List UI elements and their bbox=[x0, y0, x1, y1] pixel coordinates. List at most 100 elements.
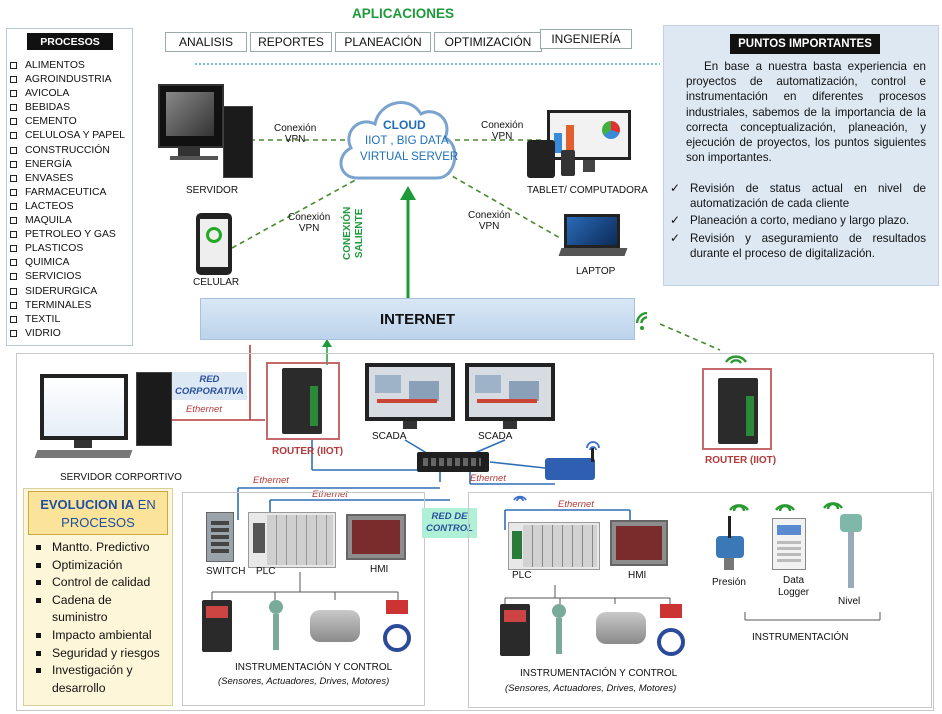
list-item: CONSTRUCCIÓN bbox=[9, 144, 125, 158]
plant-frame bbox=[16, 353, 934, 711]
evolution-title-a: EVOLUCION IA bbox=[40, 497, 135, 512]
list-item: AGROINDUSTRIA bbox=[9, 73, 125, 87]
motor-device[interactable] bbox=[592, 608, 650, 648]
app-label: PLANEACIÓN bbox=[344, 35, 422, 49]
vpn-line2: VPN bbox=[491, 131, 513, 142]
monitor-icon bbox=[365, 363, 455, 421]
wifi-icon bbox=[513, 495, 527, 502]
cloud-line2: VIRTUAL SERVER bbox=[360, 151, 459, 163]
vpn-line2: VPN bbox=[284, 134, 306, 145]
red-control-line2: CONTROL bbox=[426, 523, 473, 534]
important-title-text: PUNTOS IMPORTANTES bbox=[738, 38, 872, 50]
app-label: REPORTES bbox=[258, 35, 324, 49]
control-box-right bbox=[468, 492, 932, 708]
scada2-device[interactable] bbox=[465, 363, 555, 429]
exit-line2: SALIENTE bbox=[354, 208, 365, 259]
list-item: Revisión de status actual en nivel de au… bbox=[664, 181, 926, 211]
pressure-transmitter-device[interactable] bbox=[712, 516, 748, 572]
list-item: Impacto ambiental bbox=[24, 627, 172, 645]
phone-small-icon bbox=[561, 150, 575, 176]
drive-icon bbox=[206, 606, 228, 618]
list-item: FARMACEUTICA bbox=[9, 186, 125, 200]
hmi-left-device[interactable] bbox=[346, 514, 406, 560]
sensor-device[interactable] bbox=[548, 604, 570, 656]
instr-control-left-title: INSTRUMENTACIÓN Y CONTROL bbox=[235, 662, 393, 673]
list-item: Seguridad y riesgos bbox=[24, 645, 172, 663]
cloud-title: CLOUD bbox=[383, 118, 426, 132]
hmi-screen-icon bbox=[352, 520, 400, 554]
server-device[interactable] bbox=[158, 84, 253, 179]
router-right-frame bbox=[702, 368, 772, 450]
processes-list: ALIMENTOS AGROINDUSTRIA AVICOLA BEBIDAS … bbox=[9, 59, 125, 341]
app-analisis[interactable]: ANALISIS bbox=[165, 32, 247, 52]
phone-device[interactable] bbox=[196, 213, 232, 275]
plc-left-device[interactable] bbox=[248, 512, 336, 568]
wireless-gateway-device[interactable] bbox=[545, 448, 595, 480]
drive-device[interactable] bbox=[500, 604, 530, 656]
red-corp-line2: CORPORATIVA bbox=[175, 386, 244, 397]
app-planeacion[interactable]: PLANEACIÓN bbox=[335, 32, 431, 52]
router-right-device[interactable] bbox=[718, 378, 758, 444]
wifi-icon bbox=[729, 504, 749, 512]
evolution-list: Mantto. Predictivo Optimización Control … bbox=[24, 539, 172, 697]
switch-device[interactable] bbox=[206, 512, 234, 562]
switch-label: SWITCH bbox=[206, 566, 246, 577]
motor-device[interactable] bbox=[306, 606, 364, 646]
sensor-device[interactable] bbox=[265, 600, 287, 652]
tablet-icon bbox=[527, 140, 555, 178]
switch-ports-icon bbox=[423, 458, 481, 466]
list-item: CELULOSA Y PAPEL bbox=[9, 129, 125, 143]
tower-icon bbox=[136, 372, 172, 446]
important-panel: PUNTOS IMPORTANTES En base a nuestra bas… bbox=[663, 25, 939, 286]
red-control-label: RED DE CONTROL bbox=[422, 508, 477, 538]
level-sensor-device[interactable] bbox=[836, 514, 866, 594]
router-left-label: ROUTER (IIOT) bbox=[272, 446, 344, 457]
motor-icon bbox=[596, 612, 646, 644]
evolution-title: EVOLUCION IA EN PROCESOS bbox=[28, 491, 168, 535]
drive-device[interactable] bbox=[202, 600, 232, 652]
laptop-icon bbox=[564, 214, 620, 248]
ethernet-label-4: Ethernet bbox=[558, 499, 594, 510]
wifi-icon bbox=[725, 355, 747, 364]
data-logger-device[interactable] bbox=[772, 518, 806, 570]
pressure-icon bbox=[716, 536, 744, 558]
valve-device[interactable] bbox=[654, 604, 688, 658]
logger-label: Data Logger bbox=[778, 575, 809, 599]
corp-server-label: SERVIDOR CORPORTIVO bbox=[60, 472, 182, 483]
ethernet-label-1: Ethernet bbox=[253, 475, 289, 486]
app-optimizacion[interactable]: OPTIMIZACIÓN bbox=[434, 32, 542, 52]
router-left-device[interactable] bbox=[282, 368, 322, 434]
corp-server-device[interactable] bbox=[34, 370, 176, 465]
app-reportes[interactable]: REPORTES bbox=[250, 32, 332, 52]
wifi-icon bbox=[823, 502, 843, 510]
router-icon bbox=[310, 386, 318, 426]
instr-control-left-sub: (Sensores, Actuadores, Drives, Motores) bbox=[218, 676, 390, 687]
cloud-shape bbox=[339, 101, 457, 180]
vpn-line1: Conexión bbox=[274, 123, 317, 134]
monitor-icon bbox=[158, 84, 224, 148]
list-item: Investigación y desarrollo bbox=[24, 662, 148, 697]
antenna-icon bbox=[591, 448, 594, 462]
network-switch-device[interactable] bbox=[417, 452, 489, 472]
logger-icon bbox=[777, 525, 801, 535]
sensor-icon bbox=[269, 600, 283, 614]
keyboard-icon bbox=[34, 450, 133, 458]
list-item: ALIMENTOS bbox=[9, 59, 125, 73]
exit-link-label: CONEXIÓN SALIENTE bbox=[342, 207, 366, 260]
ethernet-label-3: Ethernet bbox=[470, 473, 506, 484]
list-item: AVICOLA bbox=[9, 87, 125, 101]
plc-right-device[interactable] bbox=[508, 522, 600, 570]
processes-title: PROCESOS bbox=[27, 33, 113, 50]
monitor-icon bbox=[465, 363, 555, 421]
list-item: ENVASES bbox=[9, 172, 125, 186]
laptop-device[interactable] bbox=[558, 214, 628, 260]
scada1-device[interactable] bbox=[365, 363, 455, 429]
tablet-device[interactable] bbox=[527, 110, 637, 185]
app-ingenieria[interactable]: INGENIERÍA bbox=[540, 29, 632, 49]
hmi-right-device[interactable] bbox=[610, 520, 668, 566]
valve-device[interactable] bbox=[380, 600, 414, 654]
list-item: PLASTICOS bbox=[9, 242, 125, 256]
plc-left-label: PLC bbox=[256, 566, 276, 577]
